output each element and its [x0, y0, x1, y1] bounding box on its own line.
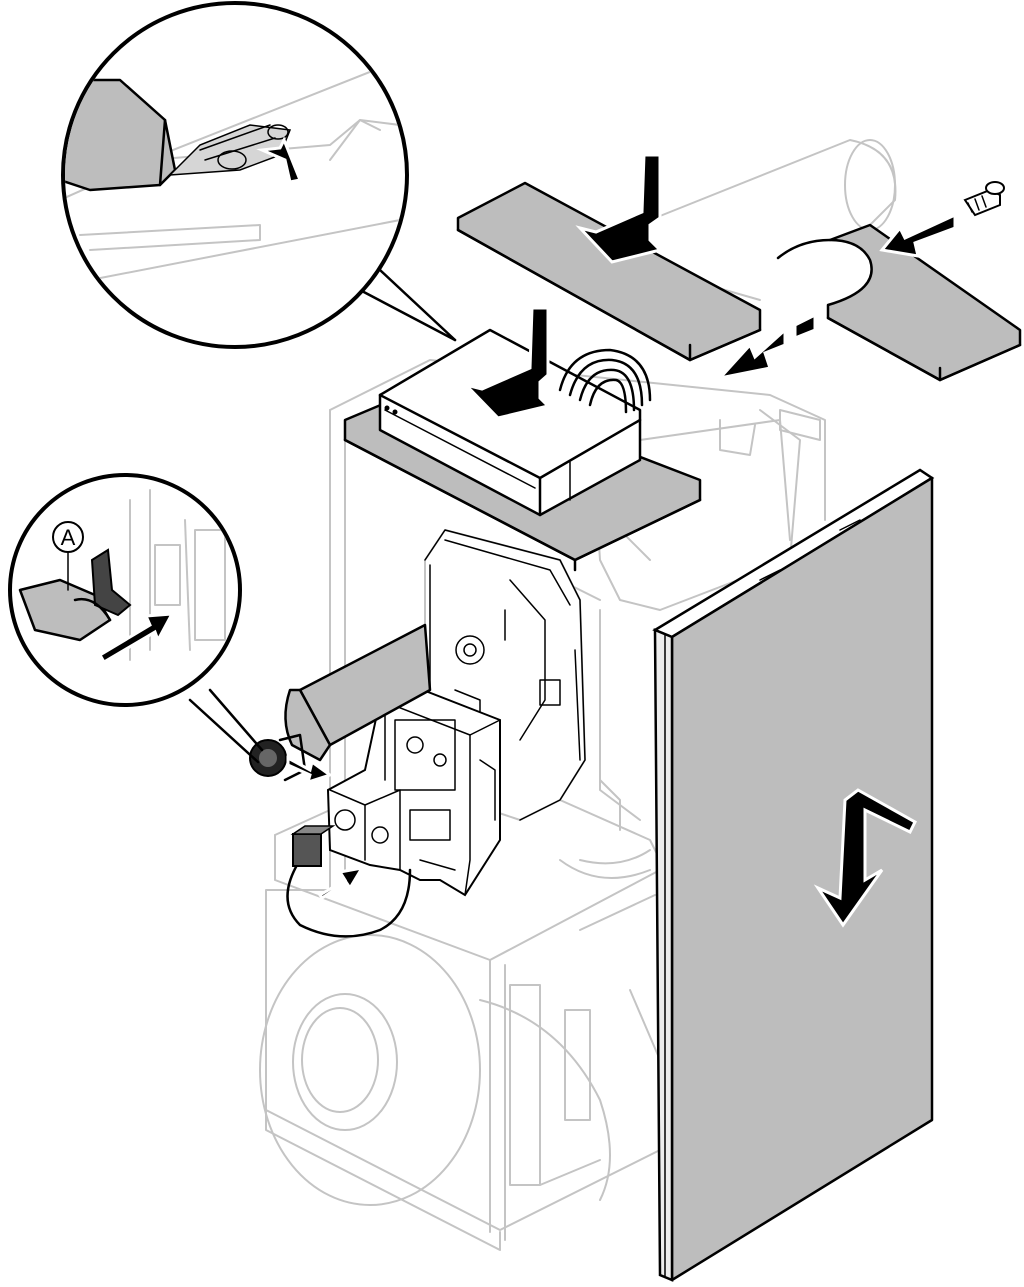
top-cover-rear	[456, 181, 762, 362]
callout-label-a: A	[61, 525, 76, 550]
top-detail-callout	[61, 1, 457, 349]
top-cover-right	[776, 223, 1022, 382]
hose-clamp	[249, 733, 307, 782]
front-panel	[652, 468, 935, 1282]
arrows	[286, 153, 957, 928]
air-intake-hose	[284, 623, 432, 762]
screw	[963, 181, 1005, 217]
left-detail-callout: A	[8, 473, 264, 764]
connector-plug	[286, 825, 412, 938]
boiler-frame	[259, 139, 897, 1251]
control-unit	[378, 328, 652, 517]
gas-valve	[326, 683, 501, 897]
